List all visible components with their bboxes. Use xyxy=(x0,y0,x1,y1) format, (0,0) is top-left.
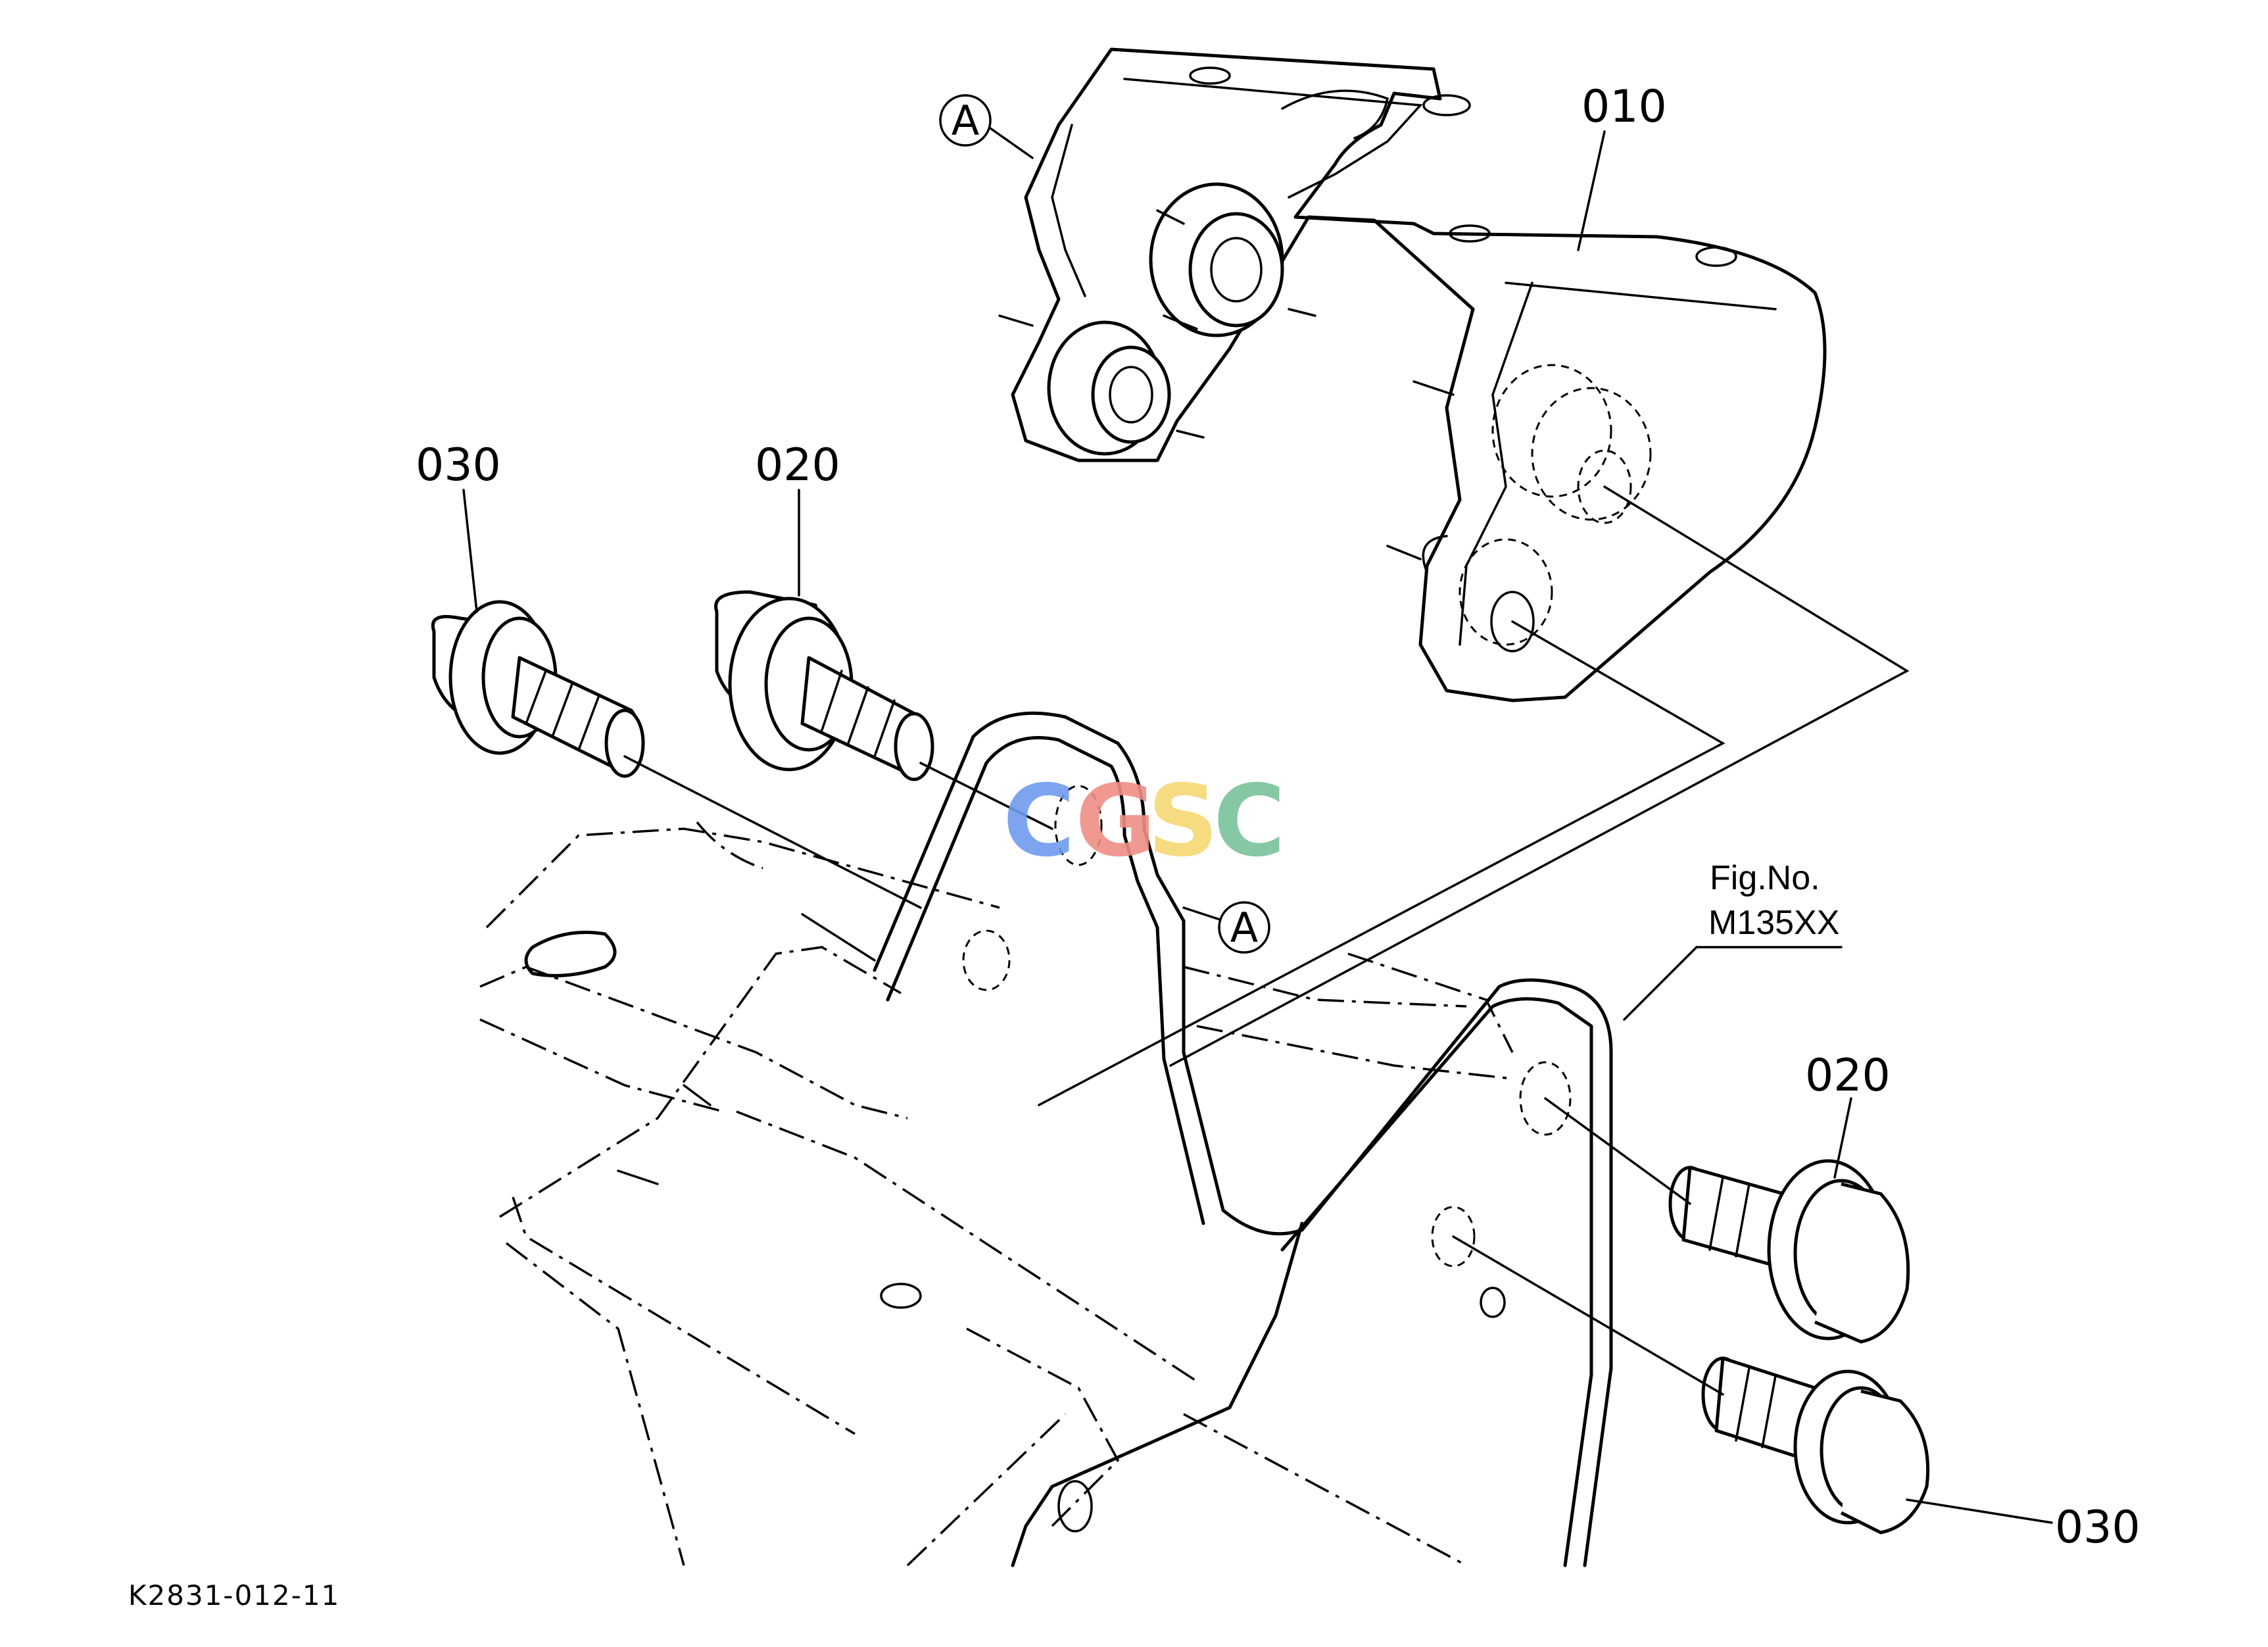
bolt-030-right xyxy=(1701,1356,1930,1535)
reference-letter-a-mid: A xyxy=(1230,904,1258,952)
fig-note-line1: Fig.No. xyxy=(1710,859,1820,897)
reference-mark-a-mid: A xyxy=(1182,901,1270,954)
part-number-030-right: 030 xyxy=(2055,1502,2140,1554)
label-020-left: 020 xyxy=(755,439,840,597)
drawing-code: K2831-012-11 xyxy=(128,1579,340,1611)
watermark-letter-1: C xyxy=(1003,764,1075,879)
upper-plate xyxy=(617,711,1613,1567)
bracket-010 xyxy=(998,47,1827,702)
watermark-letter-2: G xyxy=(1075,764,1156,879)
bolt-020-right xyxy=(1668,1159,1910,1344)
part-number-030-left: 030 xyxy=(416,439,501,491)
bolt-020-left xyxy=(714,590,934,781)
watermark-letter-3: S xyxy=(1147,764,1218,879)
reference-letter-a-top: A xyxy=(952,97,979,145)
label-030-left: 030 xyxy=(416,439,501,613)
base-frame xyxy=(479,821,1514,1567)
label-020-right: 020 xyxy=(1805,1050,1891,1179)
boss-lower xyxy=(1047,320,1171,456)
figure-note: Fig.No. M135XX xyxy=(1623,859,1843,1021)
part-number-020-right: 020 xyxy=(1805,1050,1891,1102)
part-number-010: 010 xyxy=(1581,81,1667,133)
part-number-020-left: 020 xyxy=(755,439,840,491)
reference-mark-a-top: A xyxy=(939,94,1034,159)
bolt-axis-lines xyxy=(623,755,1724,1396)
watermark-letter-4: C xyxy=(1213,764,1286,879)
label-010: 010 xyxy=(1577,81,1667,251)
fig-note-line2: M135XX xyxy=(1708,904,1839,942)
assembly-leader-lines xyxy=(1038,485,1910,1106)
watermark-logo: C G S C xyxy=(1003,764,1286,879)
bolt-030-left xyxy=(431,600,645,778)
label-030-right: 030 xyxy=(1906,1498,2140,1554)
boss-upper xyxy=(1149,182,1284,337)
